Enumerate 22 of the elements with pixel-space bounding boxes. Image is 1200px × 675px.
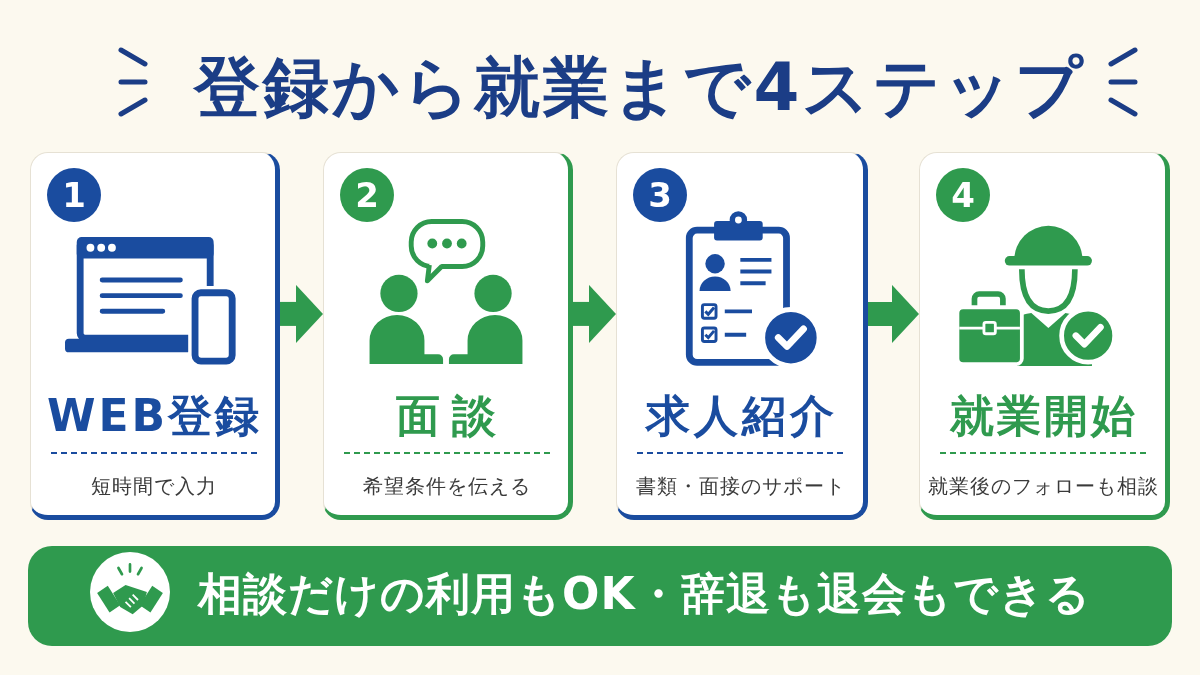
step-description: 希望条件を伝える [361,475,531,498]
step-card [323,152,573,520]
arrow [280,284,323,343]
number-badge: 4 [936,168,990,222]
step-heading: 就業開始 [948,391,1138,442]
step-heading: WEB登録 [45,391,263,442]
step-description: 短時間で入力 [89,475,217,498]
step-description: 就業後のフォローも相談 [926,475,1159,498]
step-description: 書類・面接のサポート [634,475,846,498]
number-badge: 3 [633,168,687,222]
number-badge: 2 [340,168,394,222]
step-card [616,152,868,520]
number-badge: 1 [47,168,101,222]
banner-text: 相談だけの利用もOK・辞退も退会もできる [198,567,1091,621]
arrow [573,284,616,343]
title: 登録から就業まで4ステップ [193,50,1087,126]
step-heading: 面談 [395,391,508,442]
step-card [919,152,1170,520]
step-heading: 求人紹介 [644,391,838,442]
note-banner [28,546,1172,646]
arrow [868,284,919,343]
step-card [30,152,280,520]
